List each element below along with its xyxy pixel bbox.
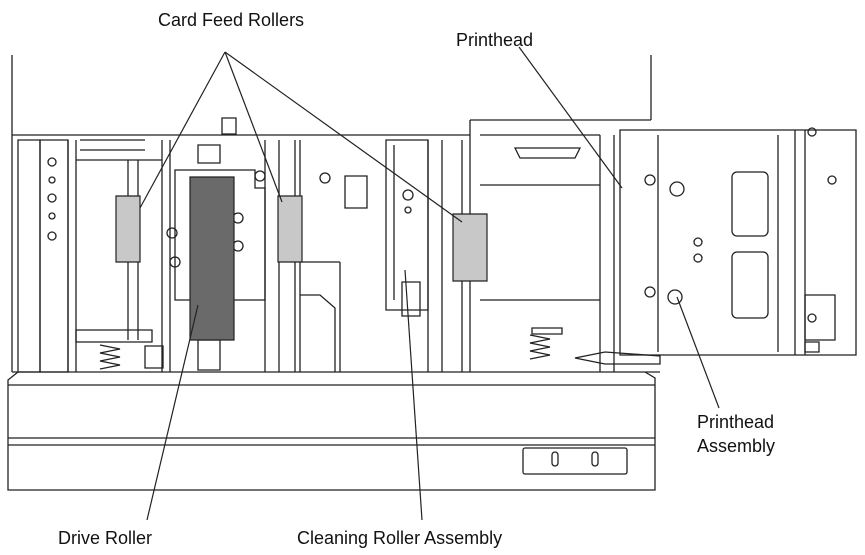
- left-side-plate: [18, 140, 76, 372]
- drive-roller: [190, 177, 234, 340]
- front-base: [8, 372, 655, 490]
- card-feed-roller-1: [116, 196, 140, 262]
- printer-housing: [12, 55, 660, 372]
- cleaning-roller-assembly: [386, 140, 462, 372]
- printhead-assembly-label-line2: Assembly: [697, 436, 776, 456]
- card-feed-roller-3: [453, 214, 487, 281]
- printhead-label: Printhead: [456, 30, 534, 50]
- cleaning-roller-assembly-label: Cleaning Roller Assembly: [297, 528, 503, 548]
- leader-lines: [140, 47, 719, 520]
- card-feed-rollers-label: Card Feed Rollers: [158, 10, 305, 30]
- drive-roller-label: Drive Roller: [58, 528, 153, 548]
- drive-roller-frame: [162, 118, 265, 372]
- printhead-assembly-body: [575, 128, 856, 364]
- rollers: [116, 177, 487, 340]
- card-path-section: [480, 135, 655, 372]
- printhead-assembly-label-line1: Printhead: [697, 412, 775, 432]
- card-feed-roller-2: [278, 196, 302, 262]
